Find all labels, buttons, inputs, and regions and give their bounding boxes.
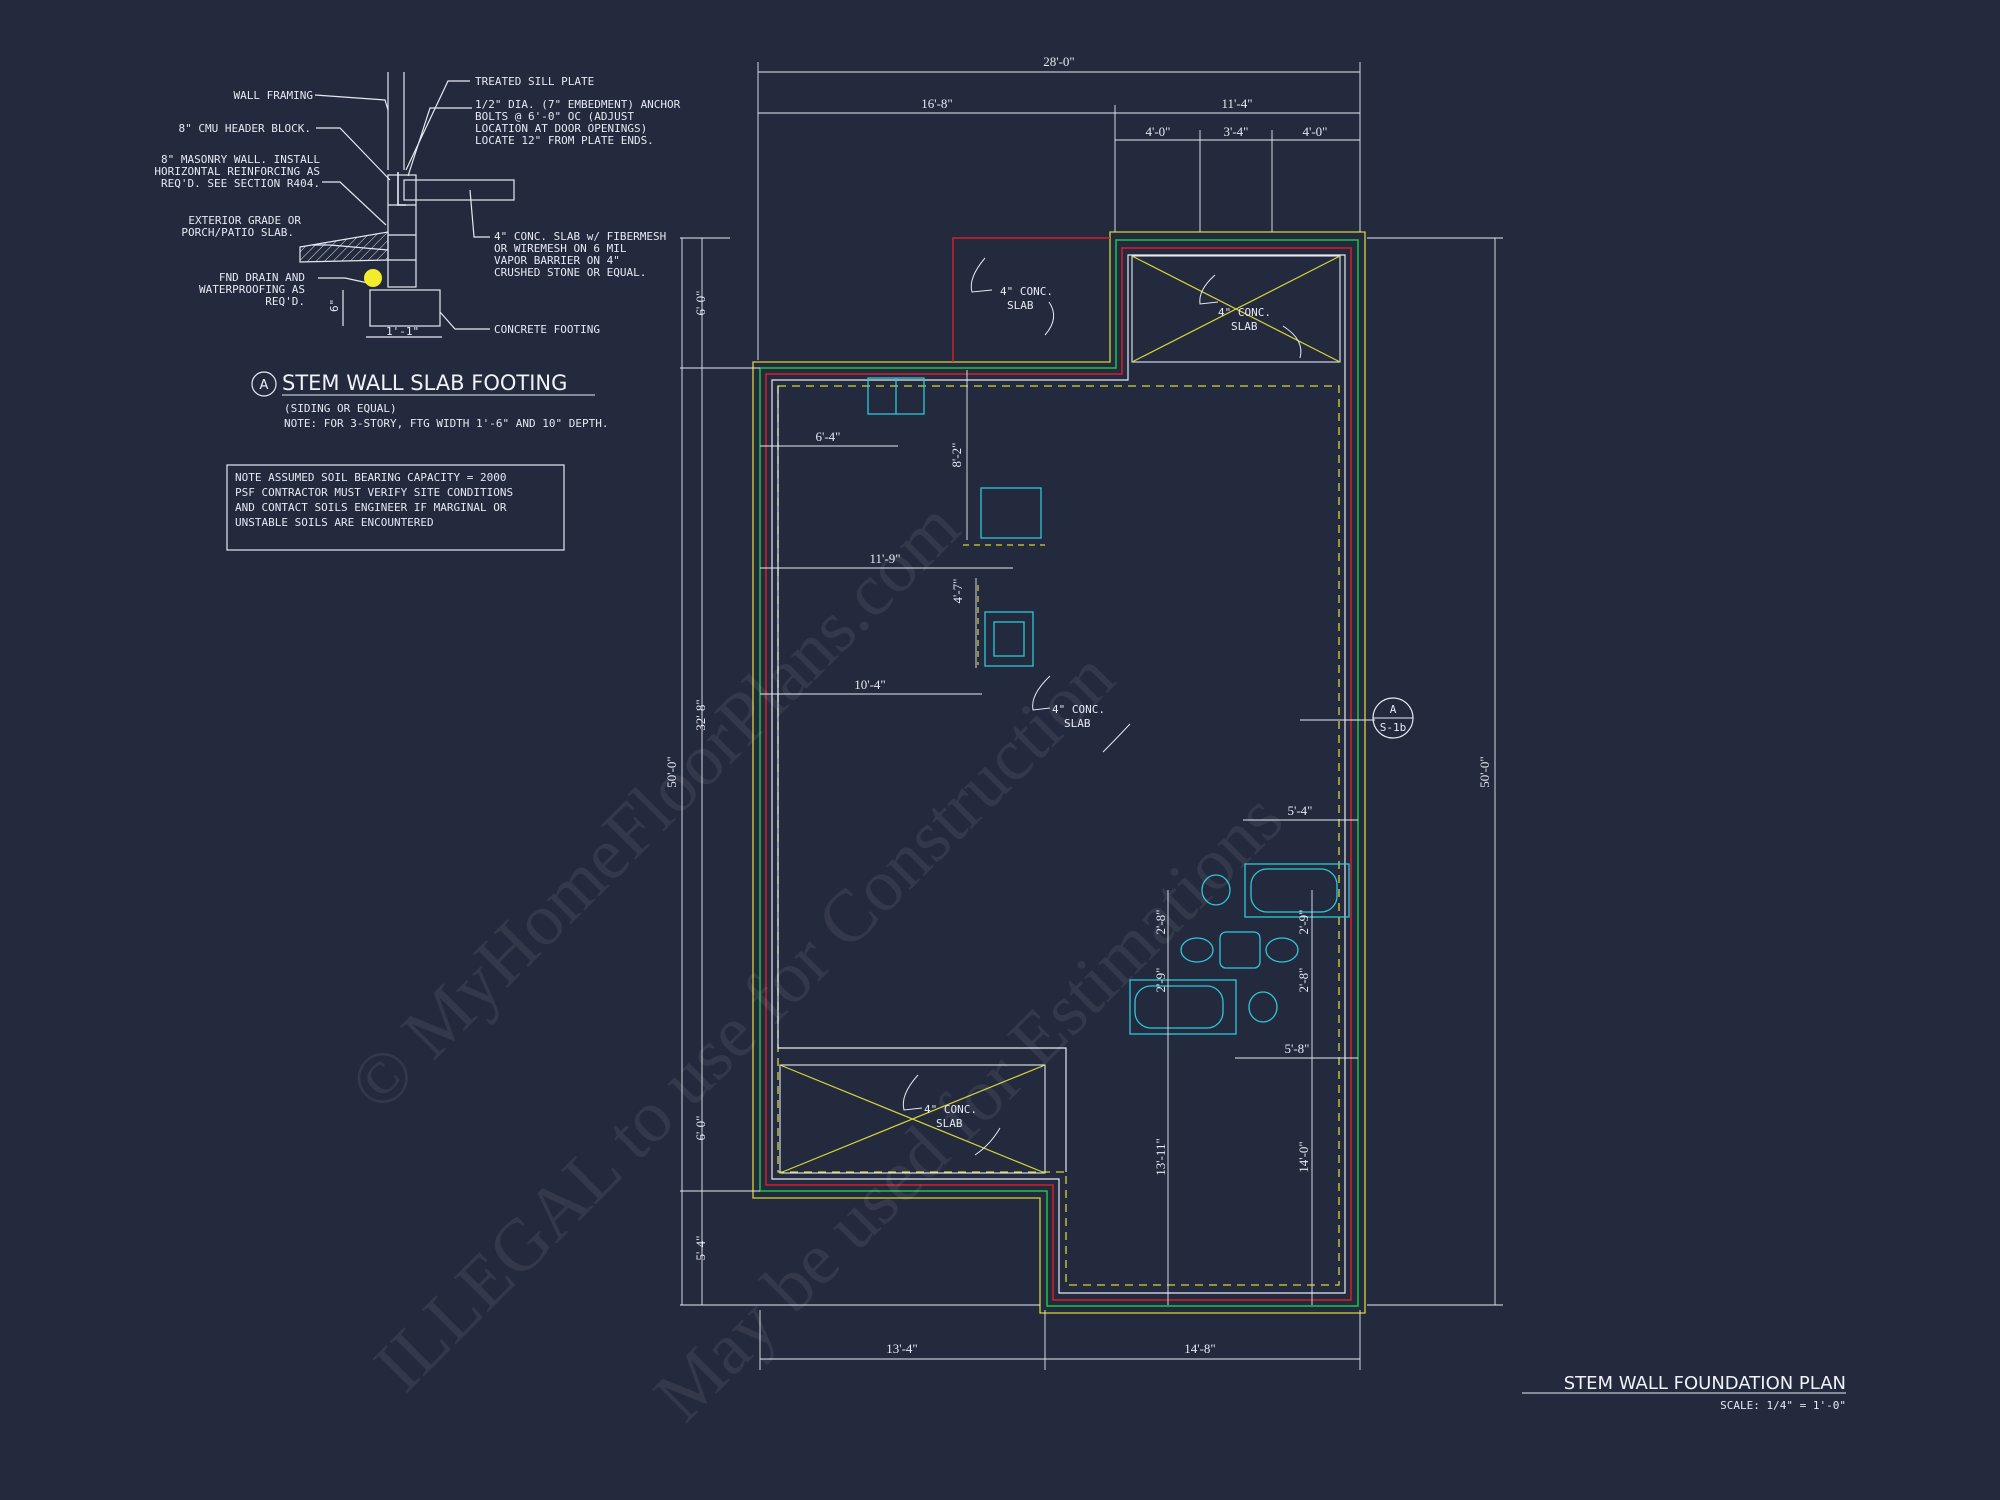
slab-label-porch-tl-2: SLAB <box>1007 299 1034 312</box>
outline-yellow-outer <box>752 231 1366 1314</box>
dim-2-9-b: 2'-9" <box>1153 968 1168 993</box>
dim-10-4: 10'-4" <box>854 677 885 692</box>
label-anchor-3: LOCATION AT DOOR OPENINGS) <box>475 122 647 135</box>
dim-main-left: 32'-8" <box>693 699 708 730</box>
plan-title-block: STEM WALL FOUNDATION PLAN SCALE: 1/4" = … <box>1522 1373 1846 1412</box>
dim-left-width: 16'-8" <box>921 96 952 111</box>
label-dim-width: 1'-1" <box>386 325 419 338</box>
label-dim-depth: 6" <box>328 299 341 312</box>
dim-bottom-right: 14'-8" <box>1184 1341 1215 1356</box>
detail-title-block: A STEM WALL SLAB FOOTING (SIDING OR EQUA… <box>251 371 609 430</box>
dim-bottom-porch: 6'-0" <box>693 1116 708 1141</box>
label-anchor-1: 1/2" DIA. (7" EMBEDMENT) ANCHOR <box>475 98 681 111</box>
plan-scale: SCALE: 1/4" = 1'-0" <box>1720 1399 1846 1412</box>
dim-bottom-left: 13'-4" <box>886 1341 917 1356</box>
soil-note-line-1: NOTE ASSUMED SOIL BEARING CAPACITY = 200… <box>235 471 507 484</box>
label-drain-1: FND DRAIN AND <box>219 271 305 284</box>
dim-seg-b: 3'-4" <box>1224 124 1249 139</box>
label-slab-1: 4" CONC. SLAB w/ FIBERMESH <box>494 230 666 243</box>
label-masonry-2: HORIZONTAL REINFORCING AS <box>154 165 320 178</box>
section-marker-sheet: S-1b <box>1380 721 1407 734</box>
watermark-line-1: © MyHomeFloorPlans.com <box>334 486 975 1127</box>
detail-note: NOTE: FOR 3-STORY, FTG WIDTH 1'-6" AND 1… <box>284 417 609 430</box>
dim-2-8-b: 2'-8" <box>1296 968 1311 993</box>
soil-note-box: NOTE ASSUMED SOIL BEARING CAPACITY = 200… <box>226 464 565 551</box>
porch-top-left-red <box>952 237 1110 362</box>
watermark: © MyHomeFloorPlans.com ILLEGAL to use fo… <box>334 486 1299 1437</box>
dimension-lines <box>680 62 1503 1370</box>
dim-seg-c: 4'-0" <box>1303 124 1328 139</box>
soil-note-line-2: PSF CONTRACTOR MUST VERIFY SITE CONDITIO… <box>235 486 513 499</box>
detail-title: STEM WALL SLAB FOOTING <box>282 371 567 395</box>
footing-detail <box>299 72 515 338</box>
dim-5-4: 5'-4" <box>1288 803 1313 818</box>
dim-seg-a: 4'-0" <box>1146 124 1171 139</box>
detail-callout: A <box>260 378 269 393</box>
label-grade-2: PORCH/PATIO SLAB. <box>181 226 294 239</box>
slab-label-porch-bl-2: SLAB <box>936 1117 963 1130</box>
porch-top-right <box>1131 255 1341 363</box>
slab-label-main-2: SLAB <box>1064 717 1091 730</box>
label-slab-2: OR WIREMESH ON 6 MIL <box>494 242 627 255</box>
section-marker-letter: A <box>1390 703 1397 716</box>
label-masonry-3: REQ'D. SEE SECTION R404. <box>161 177 320 190</box>
soil-note-line-4: UNSTABLE SOILS ARE ENCOUNTERED <box>235 516 434 529</box>
dim-13-11: 13'-11" <box>1153 1138 1168 1176</box>
outline-yellow-dashed <box>777 385 1340 1286</box>
inner-stem-wall <box>777 386 1067 1172</box>
label-footing: CONCRETE FOOTING <box>494 323 600 336</box>
dim-bottom-step: 5'-4" <box>693 1236 708 1261</box>
slab-label-porch-bl-1: 4" CONC. <box>924 1103 977 1116</box>
footing-detail-labels: WALL FRAMING 8" CMU HEADER BLOCK. 8" MAS… <box>154 75 680 338</box>
label-grade-1: EXTERIOR GRADE OR <box>188 214 301 227</box>
slab-label-porch-tr-1: 4" CONC. <box>1218 306 1271 319</box>
label-masonry-1: 8" MASONRY WALL. INSTALL <box>161 153 320 166</box>
label-anchor-4: LOCATE 12" FROM PLATE ENDS. <box>475 134 654 147</box>
label-drain-3: REQ'D. <box>265 295 305 308</box>
dim-11-9: 11'-9" <box>870 551 901 566</box>
label-slab-4: CRUSHED STONE OR EQUAL. <box>494 266 646 279</box>
porch-bottom-left <box>779 1064 1046 1174</box>
outline-white <box>771 254 1346 1294</box>
dim-2-8-a: 2'-8" <box>1153 910 1168 935</box>
dim-4-7: 4'-7" <box>950 579 965 604</box>
fixtures <box>867 377 1350 1035</box>
soil-note-line-3: AND CONTACT SOILS ENGINEER IF MARGINAL O… <box>235 501 507 514</box>
detail-subtitle: (SIDING OR EQUAL) <box>284 402 397 415</box>
dim-14-0: 14'-0" <box>1296 1141 1311 1172</box>
slab-label-porch-tr-2: SLAB <box>1231 320 1258 333</box>
slab-leaders <box>902 257 1302 1156</box>
dim-8-2: 8'-2" <box>949 443 964 468</box>
outline-green <box>759 239 1359 1307</box>
dim-5-8: 5'-8" <box>1285 1041 1310 1056</box>
label-sill: TREATED SILL PLATE <box>475 75 594 88</box>
watermark-line-3: May be used for Estimations <box>639 777 1299 1437</box>
dim-right-width: 11'-4" <box>1222 96 1253 111</box>
slab-label-porch-tl-1: 4" CONC. <box>1000 285 1053 298</box>
slab-label-main-1: 4" CONC. <box>1052 703 1105 716</box>
dim-overall-depth-right: 50'-0" <box>1477 756 1492 787</box>
label-wall-framing: WALL FRAMING <box>234 89 313 102</box>
plan-title: STEM WALL FOUNDATION PLAN <box>1564 1373 1846 1394</box>
dim-overall-depth-left: 50'-0" <box>664 756 679 787</box>
drain-dot <box>364 269 382 287</box>
label-anchor-2: BOLTS @ 6'-0" OC (ADJUST <box>475 110 634 123</box>
label-cmu-header: 8" CMU HEADER BLOCK. <box>179 122 311 135</box>
dim-top-porch: 6'-0" <box>693 291 708 316</box>
foundation-plan-labels: 4" CONC. SLAB 4" CONC. SLAB 4" CONC. SLA… <box>664 54 1492 1356</box>
dim-2-9-a: 2'-9" <box>1296 910 1311 935</box>
dim-overall-width: 28'-0" <box>1043 54 1074 69</box>
outline-red <box>765 247 1352 1301</box>
foundation-plan <box>680 62 1503 1370</box>
dim-6-4: 6'-4" <box>816 429 841 444</box>
label-drain-2: WATERPROOFING AS <box>199 283 305 296</box>
label-slab-3: VAPOR BARRIER ON 4" <box>494 254 620 267</box>
